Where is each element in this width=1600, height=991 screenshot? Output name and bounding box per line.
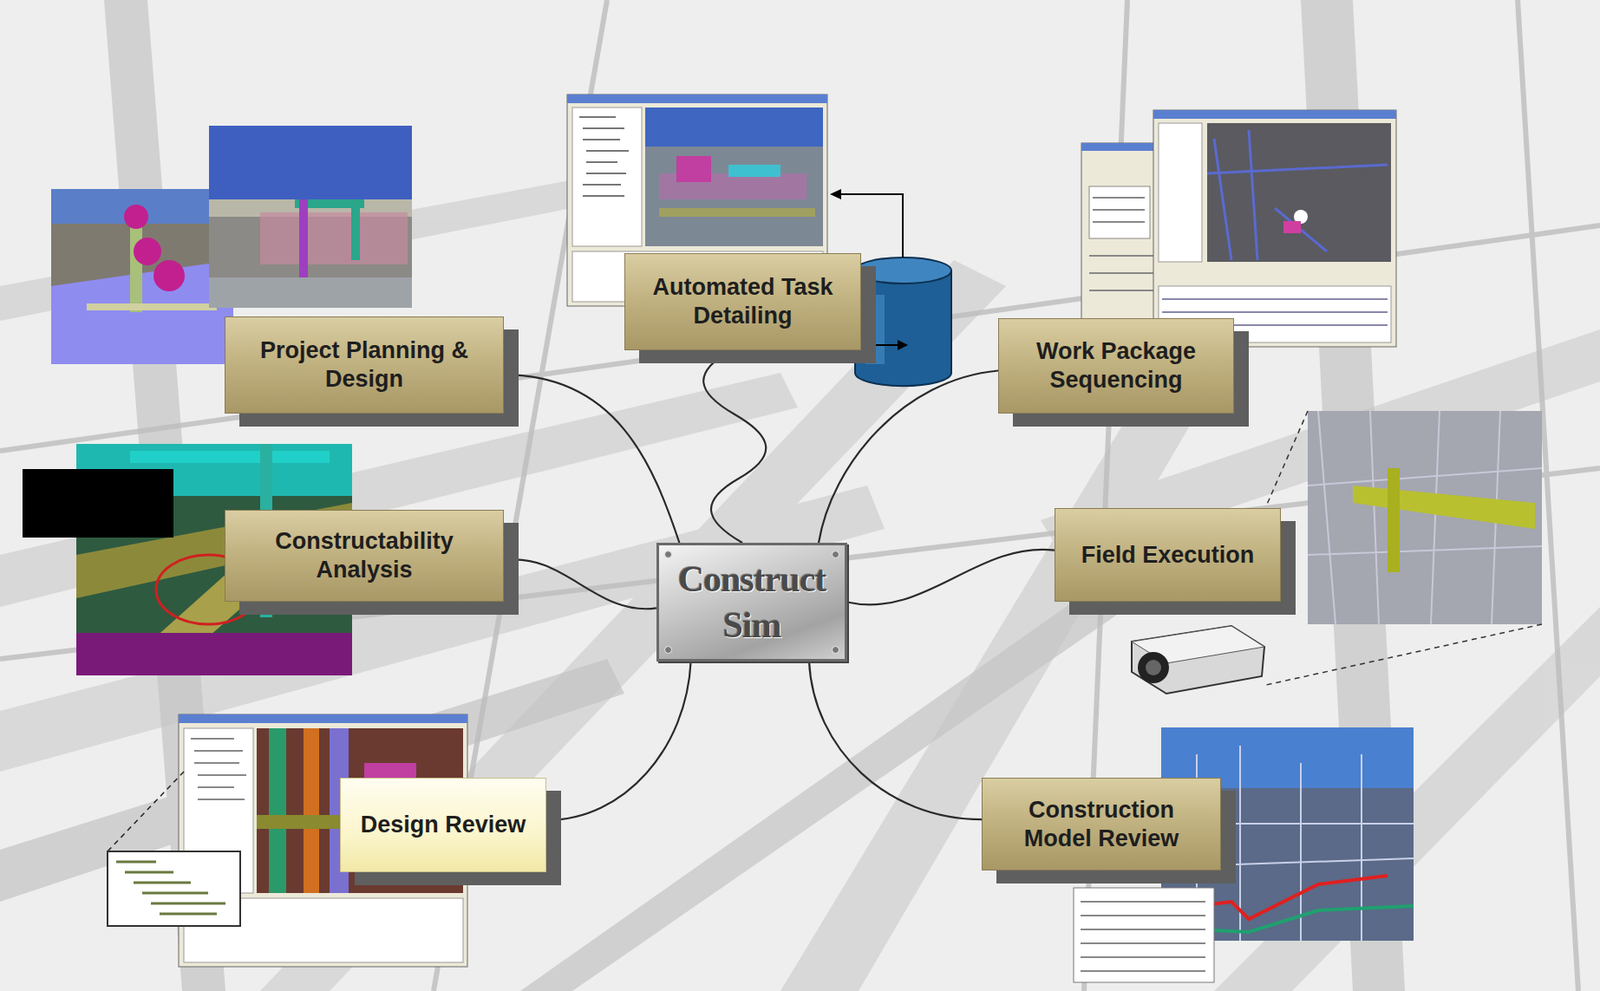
- box-label: Field Execution: [1065, 534, 1271, 577]
- box-label: Work Package Sequencing: [999, 330, 1234, 402]
- hub-plate: Construct Sim: [656, 542, 848, 662]
- rivet: [664, 646, 673, 654]
- sequencing-screenshots: [1081, 110, 1397, 347]
- hub-title: Construct Sim: [659, 549, 845, 655]
- box-label: Project Planning & Design: [225, 329, 503, 401]
- connector-curve: [818, 371, 999, 544]
- rivet: [831, 550, 840, 559]
- connector-curve: [809, 661, 982, 820]
- process-box: Constructability Analysis: [224, 509, 504, 602]
- process-box: Work Package Sequencing: [998, 318, 1235, 414]
- box-label: Constructability Analysis: [225, 520, 503, 592]
- connector-curve: [503, 559, 657, 609]
- planning-render-left: [51, 189, 234, 365]
- process-box: Construction Model Review: [981, 777, 1222, 871]
- box-label: Automated Task Detailing: [625, 266, 861, 338]
- connector-curve: [546, 661, 692, 821]
- process-box: Design Review: [339, 777, 547, 873]
- connector-curve: [703, 350, 766, 543]
- process-box: Field Execution: [1054, 508, 1281, 602]
- box-label: Construction Model Review: [982, 789, 1221, 861]
- connector-curve: [503, 374, 680, 543]
- connector-curve: [847, 549, 1055, 606]
- box-label: Design Review: [345, 803, 543, 847]
- process-box: Project Planning & Design: [224, 316, 504, 414]
- rivet: [831, 646, 840, 654]
- planning-render-right: [208, 125, 412, 308]
- process-box: Automated Task Detailing: [624, 253, 862, 351]
- rivet: [664, 550, 673, 559]
